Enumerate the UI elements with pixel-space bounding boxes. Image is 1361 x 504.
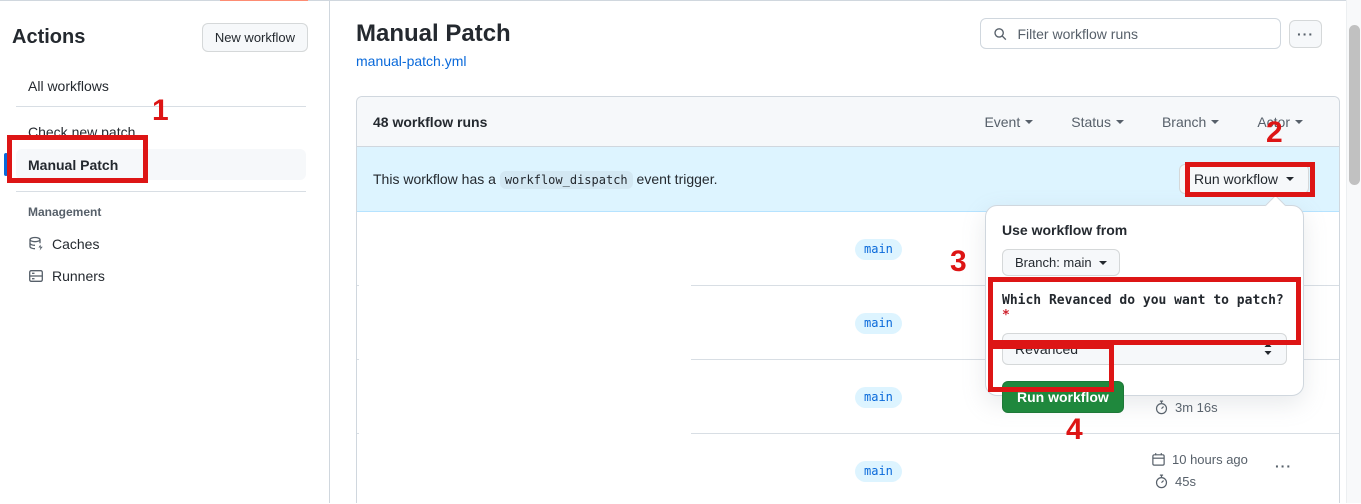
branch-selector-button[interactable]: Branch: main — [1002, 249, 1120, 276]
banner-text-before: This workflow has a — [373, 171, 496, 187]
sidebar-divider — [16, 191, 306, 192]
up-down-chevrons-icon — [1264, 343, 1272, 355]
chevron-down-icon — [1115, 119, 1124, 128]
banner-text: This workflow has a workflow_dispatch ev… — [373, 171, 718, 189]
scrollbar-thumb[interactable] — [1349, 25, 1360, 185]
revanced-select[interactable]: Revanced — [1002, 333, 1287, 365]
new-workflow-button[interactable]: New workflow — [201, 23, 308, 52]
workflow-dispatch-code: workflow_dispatch — [499, 171, 633, 189]
workflow-file-link[interactable]: manual-patch.yml — [356, 53, 467, 69]
chevron-down-icon — [1211, 119, 1220, 128]
question-text: Which Revanced do you want to patch? — [1002, 293, 1284, 308]
sidebar-item-check-new-patch[interactable]: Check new patch — [16, 117, 306, 147]
runners-icon — [29, 270, 43, 282]
filter-label: Branch — [1161, 113, 1207, 130]
run-duration: 45s — [1154, 474, 1196, 489]
sidebar-item-manual-patch[interactable]: Manual Patch — [16, 149, 306, 180]
sidebar-item-all-workflows[interactable]: All workflows — [16, 71, 306, 101]
filter-label: Actor — [1257, 113, 1290, 130]
runs-list-header: 48 workflow runs Event Status Branch Act… — [357, 97, 1339, 147]
run-workflow-submit-button[interactable]: Run workflow — [1002, 381, 1124, 413]
branch-selector-label: Branch: main — [1015, 255, 1092, 270]
workflow-run-row[interactable]: main 10 hours ago — [357, 434, 1339, 504]
event-filter-dropdown[interactable]: Event — [984, 113, 1034, 130]
branch-filter-dropdown[interactable]: Branch — [1161, 113, 1220, 130]
branch-badge[interactable]: main — [855, 387, 902, 408]
run-workflow-dropdown-label: Run workflow — [1193, 171, 1278, 187]
duration-text: 3m 16s — [1175, 400, 1218, 415]
filter-runs-searchbox[interactable] — [980, 18, 1281, 49]
workflow-dispatch-banner: This workflow has a workflow_dispatch ev… — [357, 147, 1339, 212]
required-marker: * — [1002, 308, 1010, 323]
sidebar-divider — [16, 106, 306, 107]
management-section-label: Management — [28, 205, 102, 219]
sidebar-item-label: All workflows — [28, 78, 109, 94]
chevron-down-icon — [1295, 119, 1303, 128]
workflow-run-row[interactable]: main — [357, 212, 1339, 286]
active-item-indicator — [4, 153, 8, 176]
run-workflow-dropdown-button[interactable]: Run workflow — [1178, 164, 1309, 194]
select-value: Revanced — [1015, 341, 1079, 357]
workflow-runs-card: 48 workflow runs Event Status Branch Act… — [356, 96, 1340, 503]
runs-count: 48 workflow runs — [373, 113, 488, 130]
filter-label: Event — [984, 113, 1021, 130]
duration-text: 45s — [1175, 474, 1196, 489]
cache-database-icon — [29, 236, 43, 251]
sidebar-item-label: Runners — [52, 268, 105, 284]
chevron-down-icon — [1025, 119, 1034, 128]
status-filter-dropdown[interactable]: Status — [1071, 114, 1124, 130]
sidebar-item-runners[interactable]: Runners — [16, 261, 306, 291]
sidebar-item-label: Check new patch — [28, 124, 136, 140]
stopwatch-icon — [1155, 400, 1168, 415]
filter-label: Status — [1071, 113, 1111, 130]
page-more-options-button[interactable]: ··· — [1289, 20, 1322, 48]
page-scrollbar[interactable] — [1346, 0, 1361, 503]
branch-badge[interactable]: main — [855, 239, 902, 260]
sidebar-item-label: Caches — [52, 236, 100, 252]
banner-text-after: event trigger. — [636, 171, 718, 187]
workflow-runs-list: main main main 3m 16s main — [357, 212, 1339, 504]
workflow-run-row[interactable]: main 3m 16s — [357, 360, 1339, 434]
run-options-button[interactable]: ··· — [1275, 458, 1292, 474]
branch-badge[interactable]: main — [855, 461, 902, 482]
sidebar-title: Actions — [12, 26, 86, 48]
date-text: 10 hours ago — [1172, 452, 1248, 467]
branch-badge[interactable]: main — [855, 313, 902, 334]
redacted-run-titles-area — [359, 212, 691, 503]
actions-sidebar: Actions New workflow All workflows Check… — [0, 1, 330, 503]
actor-filter-dropdown[interactable]: Actor — [1257, 114, 1303, 130]
run-duration: 3m 16s — [1154, 400, 1218, 415]
run-workflow-panel: Use workflow from Branch: main Which Rev… — [985, 194, 1304, 413]
sidebar-item-caches[interactable]: Caches — [16, 229, 306, 259]
run-date: 10 hours ago — [1151, 452, 1248, 467]
search-input[interactable] — [1015, 24, 1268, 43]
sidebar-item-label: Manual Patch — [28, 156, 119, 173]
page-title: Manual Patch — [356, 20, 511, 47]
input-question-label: Which Revanced do you want to patch? * — [1002, 293, 1287, 323]
search-icon — [994, 27, 1007, 40]
stopwatch-icon — [1155, 474, 1168, 489]
workflow-run-row[interactable]: main — [357, 286, 1339, 360]
top-nav-border — [0, 0, 1361, 1]
panel-heading: Use workflow from — [1002, 222, 1128, 238]
calendar-icon — [1152, 453, 1165, 466]
chevron-down-icon — [1098, 260, 1107, 269]
chevron-down-icon — [1286, 177, 1294, 185]
